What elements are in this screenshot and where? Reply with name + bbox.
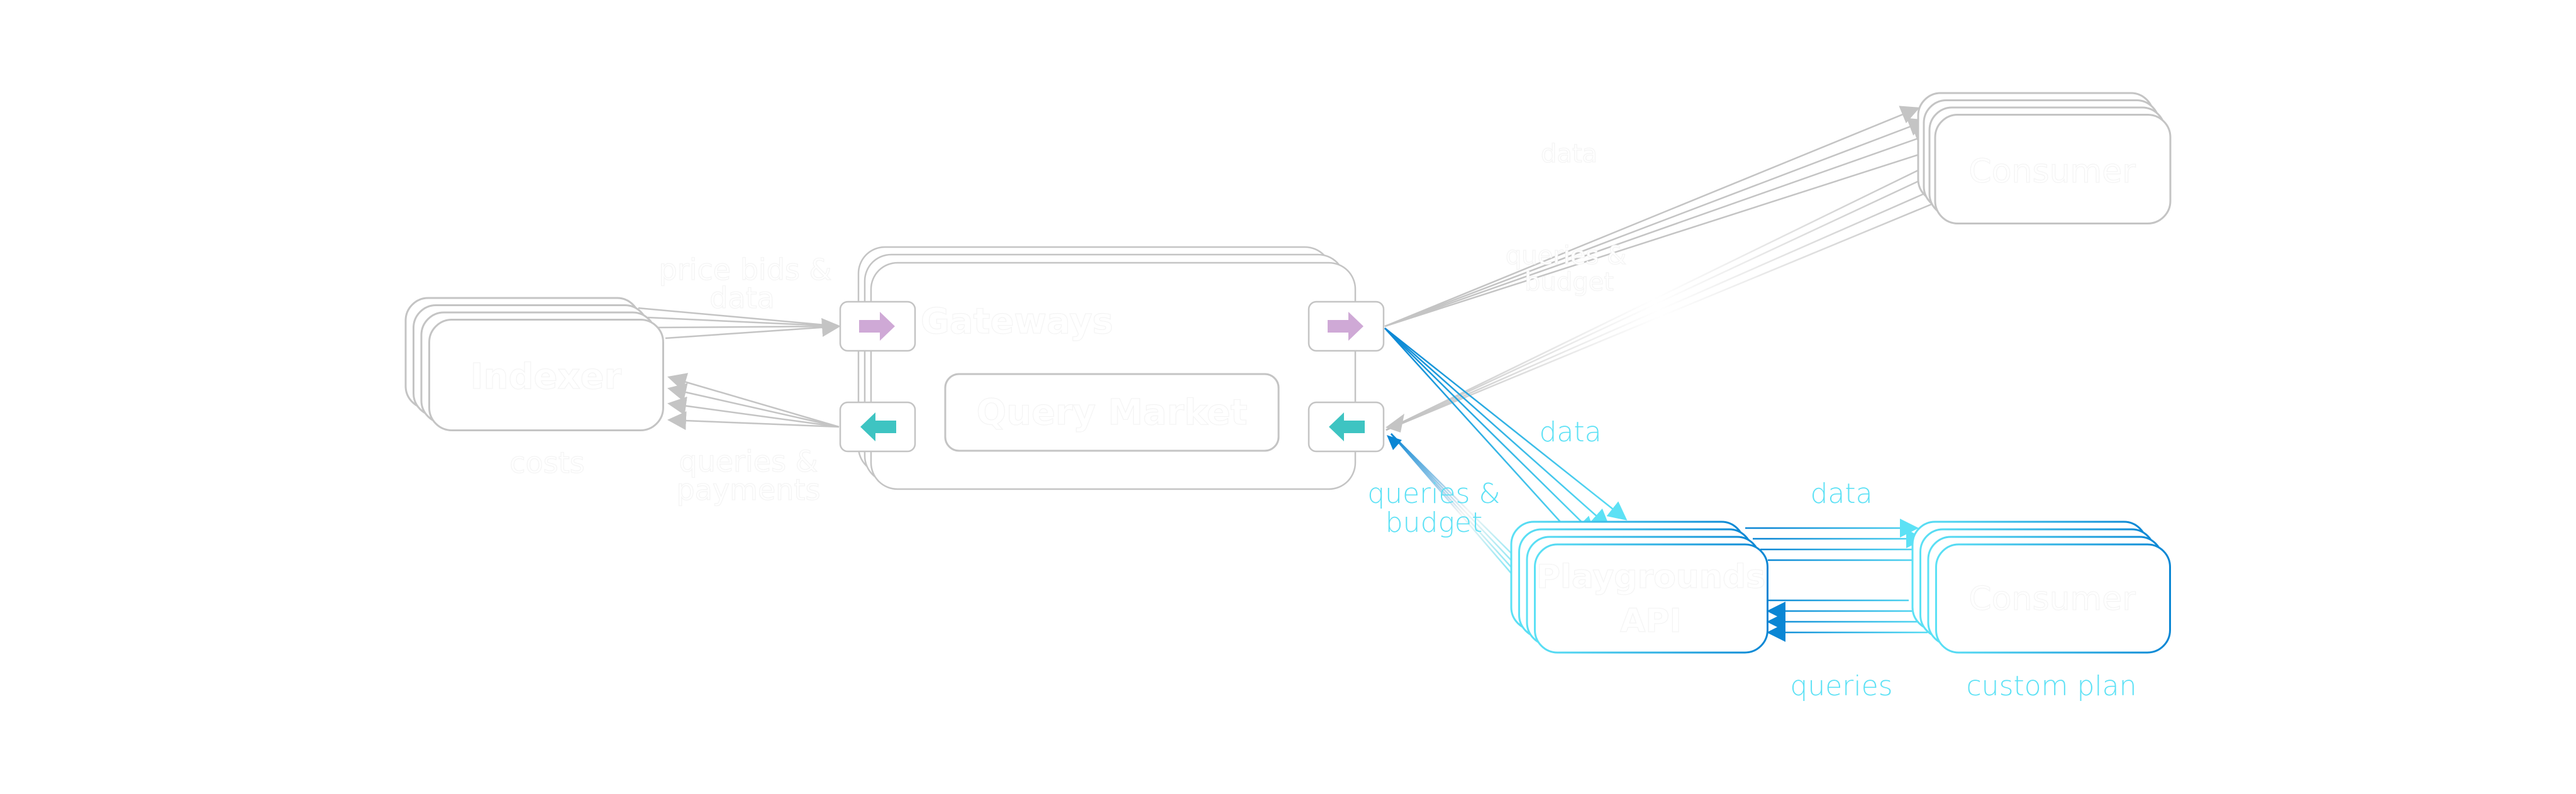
edge-gateways-to-consumer-top <box>1384 130 1935 328</box>
edge-gateways-to-consumer-top <box>1384 106 1920 328</box>
edge-playgrounds-to-gateways <box>1391 433 1512 554</box>
indexer-card-4 <box>428 319 664 431</box>
playgrounds-api-node[interactable]: Playgrounds API <box>1510 521 1768 654</box>
consumer-bottom-stack <box>1911 521 2171 654</box>
label-playgrounds-data: data <box>1539 416 1601 448</box>
edge-indexer-to-gateways <box>638 307 840 328</box>
edge-gateways-to-indexer <box>667 373 840 428</box>
consumer-top-node[interactable]: Consumer <box>1917 92 2172 224</box>
label-playgrounds-queries-1: queries & <box>1367 478 1501 510</box>
edge-gateways-to-playgrounds <box>1384 328 1580 544</box>
label-consumer-data: data <box>1541 140 1597 168</box>
arrow-right-icon <box>859 312 895 341</box>
gateways-label: Gateways <box>921 301 1113 342</box>
label-price-bids: price bids & <box>659 253 832 287</box>
gateways-node[interactable]: Gateways Query Market <box>839 246 1385 490</box>
playgrounds-api-label-line1: Playgrounds <box>1536 558 1765 596</box>
consumer-bottom-card-4 <box>1935 543 2171 654</box>
edge-gateways-to-consumer-top <box>1384 143 1942 328</box>
consumer-bottom-label: Consumer <box>1968 580 2136 618</box>
query-market-box <box>944 373 1280 452</box>
arrowhead-consumer-to-gateways <box>1385 414 1404 433</box>
arrow-left-icon <box>1329 412 1365 441</box>
edge-consumer-top-to-gateways <box>1385 187 1936 431</box>
arrow-right-icon <box>1328 312 1363 341</box>
label-costs: costs <box>509 446 584 480</box>
consumer-top-card-4 <box>1934 114 2172 224</box>
edge-gateways-to-playgrounds <box>1384 328 1611 528</box>
edge-consumer-top-to-gateways <box>1385 166 1925 431</box>
playgrounds-api-card-4 <box>1534 543 1768 654</box>
edge-gateways-to-indexer <box>667 396 840 428</box>
edge-gateways-to-playgrounds <box>1384 328 1628 521</box>
consumer-bottom-node[interactable]: Consumer <box>1911 521 2171 654</box>
label-indexer-data: data <box>709 281 775 315</box>
edge-indexer-to-gateways <box>657 325 840 329</box>
label-queries-payments-1: queries & <box>679 444 818 478</box>
gateways-right-out-port[interactable] <box>1307 401 1385 453</box>
edge-gateways-to-indexer <box>667 383 840 428</box>
indexer-node[interactable]: Indexer <box>404 297 664 431</box>
edge-gateways-to-playgrounds <box>1384 328 1596 536</box>
label-playgrounds-queries-2: budget <box>1385 507 1482 539</box>
edge-gateways-to-indexer <box>667 411 840 431</box>
label-bottom-data: data <box>1810 478 1872 510</box>
gateways-left-in-port[interactable] <box>839 301 916 352</box>
gateways-left-out-port[interactable] <box>839 401 916 453</box>
edge-indexer-to-gateways <box>665 317 841 339</box>
consumer-top-label: Consumer <box>1968 153 2136 190</box>
edge-indexer-to-gateways <box>647 316 840 328</box>
label-bottom-queries: queries <box>1790 670 1892 702</box>
arrow-left-icon <box>860 412 896 441</box>
gateways-right-in-port[interactable] <box>1307 301 1385 352</box>
arrowhead-playgrounds-to-gateways <box>1387 435 1402 450</box>
playgrounds-api-stack <box>1510 521 1768 654</box>
label-consumer-queries-2: budget <box>1524 268 1614 297</box>
query-market-node[interactable]: Query Market <box>944 373 1280 452</box>
indexer-label: Indexer <box>470 356 622 397</box>
edge-gateways-to-consumer-top <box>1384 118 1928 328</box>
edge-playgrounds-to-gateways <box>1391 433 1520 570</box>
edge-consumer-top-to-gateways <box>1385 175 1930 431</box>
label-consumer-queries-1: queries & <box>1506 241 1626 270</box>
playgrounds-api-label-line2: API <box>1620 602 1682 640</box>
label-custom-plan: custom plan <box>1966 670 2136 702</box>
label-queries-payments-2: payments <box>677 473 821 507</box>
indexer-stack <box>404 297 664 431</box>
consumer-top-stack <box>1917 92 2172 224</box>
edge-consumer-top-to-gateways <box>1385 199 1943 431</box>
query-market-label: Query Market <box>977 392 1248 433</box>
edge-labels: price bids & data costs queries & paymen… <box>509 139 2137 702</box>
